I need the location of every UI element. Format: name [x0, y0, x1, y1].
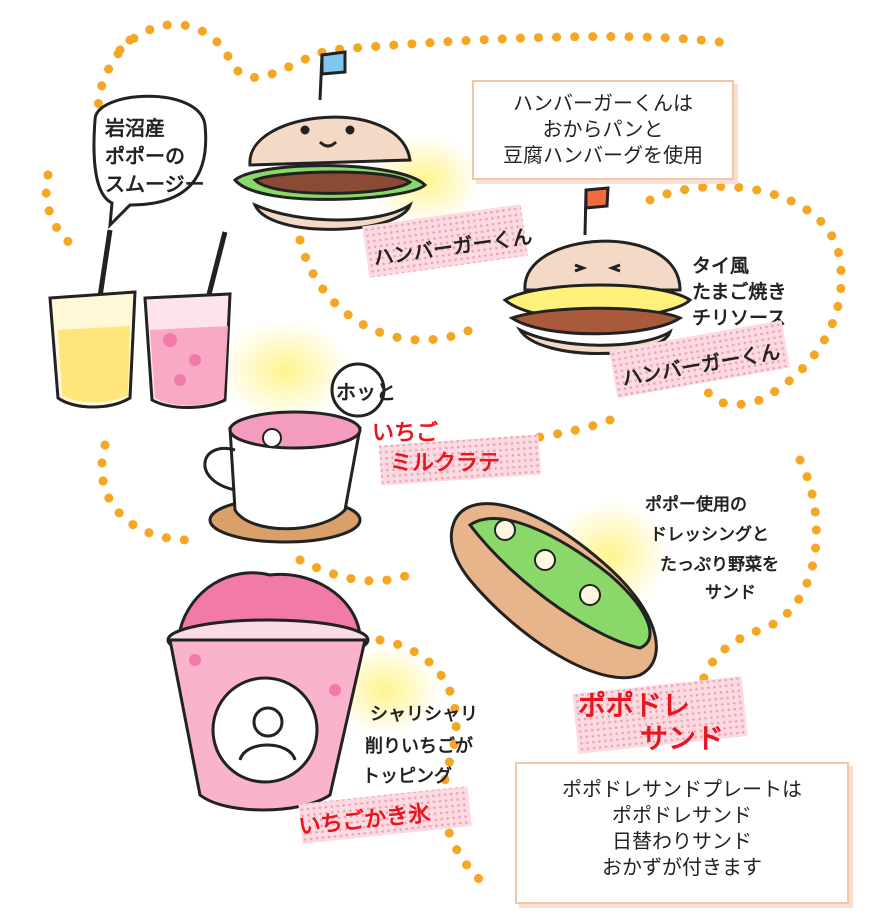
kakigori-note-line-3: トッピング	[362, 765, 452, 787]
sandwich-note-line-3: たっぷり野菜を	[660, 555, 779, 575]
plate-info-box: ポポドレサンドプレートは ポポドレサンド 日替わりサンド おかずが付きます	[515, 762, 849, 904]
thai-note-line-2: たまご焼き	[692, 280, 786, 303]
hot-bubble: ホッと	[330, 362, 396, 418]
popodore-label-line-1: ポポドレ	[578, 689, 690, 722]
smoothie-bubble-line-2: ポポーの	[105, 144, 185, 168]
plate-info-line-3: 日替わりサンド	[612, 829, 752, 853]
kakigori-note-line-1: シャリシャリ	[370, 704, 478, 725]
kakigori-tape: いちごかき氷	[297, 786, 472, 844]
latte-label-line-2: ミルクラテ	[390, 451, 500, 476]
burger-info-line-2: おからパンと	[542, 117, 664, 141]
latte-label-line-1: いちご	[372, 420, 438, 446]
strawberry-kakigori	[166, 571, 370, 812]
strawberry-latte	[203, 410, 362, 544]
kakigori-note: シャリシャリ 削りいちごが トッピング	[362, 704, 478, 787]
thai-burger-tape: ハンバーガーくん	[609, 320, 790, 398]
plate-info-line-4: おかずが付きます	[602, 855, 762, 879]
burger-info-line-1: ハンバーガーくんは	[513, 91, 693, 115]
sandwich-note-line-2: ドレッシングと	[650, 524, 769, 545]
smoothie-bubble-line-1: 岩沼産	[104, 116, 165, 140]
hot-bubble-text: ホッと	[336, 380, 396, 404]
popodore-sandwich	[449, 502, 658, 680]
thai-note-line-3: チリソース	[692, 307, 786, 329]
popodore-label-line-2: サンド	[640, 722, 724, 755]
dotted-trails	[41, 20, 846, 885]
sandwich-note: ポポー使用の ドレッシングと たっぷり野菜を サンド	[645, 494, 779, 603]
burger-info-line-3: 豆腐ハンバーグを使用	[503, 143, 703, 167]
plate-info-line-2: ポポドレサンド	[612, 803, 752, 827]
smoothie-bubble: 岩沼産 ポポーの スムージー	[92, 94, 208, 229]
hamburger-kun	[232, 50, 428, 231]
plate-info-line-1: ポポドレサンドプレートは	[562, 777, 802, 801]
sandwich-note-line-1: ポポー使用の	[645, 494, 747, 515]
burger-info-box: ハンバーガーくんは おからパンと 豆腐ハンバーグを使用	[472, 80, 734, 180]
smoothie-bubble-line-3: スムージー	[105, 172, 205, 196]
thai-hamburger	[502, 186, 693, 355]
kakigori-note-line-2: 削りいちごが	[365, 735, 473, 757]
smoothie-glasses	[48, 229, 232, 409]
latte-tape: いちご ミルクラテ	[372, 420, 542, 486]
sandwich-note-line-4: サンド	[705, 583, 756, 603]
thai-note-line-1: タイ風	[692, 255, 749, 277]
thai-note: タイ風 たまご焼き チリソース	[692, 255, 786, 329]
popodore-tape: ポポドレ サンド	[572, 676, 748, 755]
